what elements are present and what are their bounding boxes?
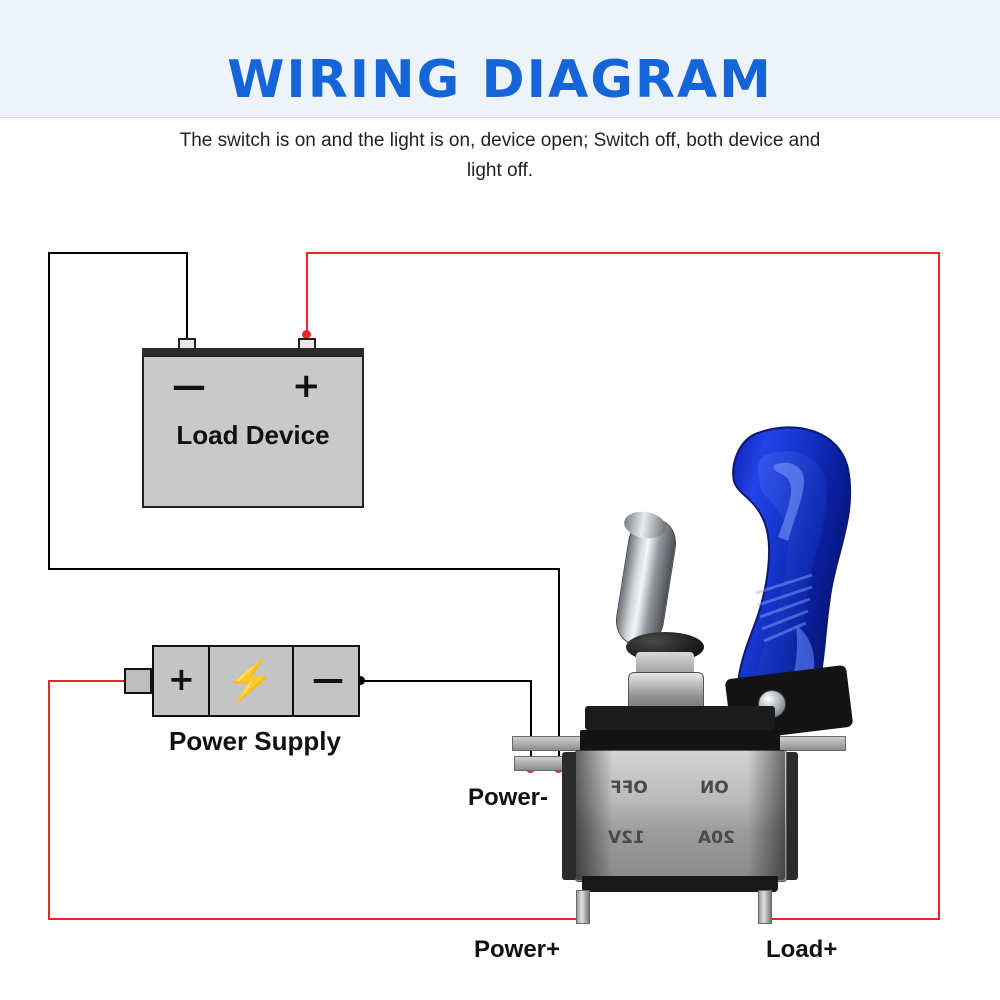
switch-right-tab — [778, 736, 846, 751]
power-supply-label: Power Supply — [169, 726, 341, 756]
battery-positive-sign: + — [168, 660, 195, 698]
battery-divider-left — [208, 645, 210, 717]
switch-marking-current: 20A — [698, 828, 735, 848]
load-device-label: Load Device — [176, 420, 330, 450]
wire-top-right-horizontal — [306, 252, 940, 254]
wire-battery-positive-horizontal — [48, 680, 132, 682]
toggle-switch-photo: OFF ON 12V 20A — [500, 400, 950, 960]
page-title: WIRING DIAGRAM — [227, 50, 773, 110]
load-device-cap — [142, 348, 364, 358]
switch-pin-load-plus — [758, 890, 772, 924]
switch-body-shading — [575, 750, 785, 880]
load-positive-sign: + — [292, 366, 321, 406]
lightning-bolt-icon: ⚡ — [225, 659, 275, 703]
switch-mount-bracket — [585, 706, 775, 730]
battery-negative-node — [356, 676, 365, 685]
load-negative-sign: — — [172, 366, 206, 406]
switch-marking-on: ON — [700, 778, 729, 798]
wire-right-vertical — [938, 252, 940, 920]
header-band — [0, 0, 1000, 118]
load-device-body — [142, 355, 364, 508]
battery-positive-nub — [124, 668, 152, 694]
wire-battery-negative-vertical — [530, 680, 532, 768]
wire-bottom-horizontal — [48, 918, 582, 920]
wire-bottom-right-horizontal — [766, 918, 940, 920]
wire-top-left-horizontal — [48, 252, 188, 254]
battery-negative-sign: — — [312, 660, 344, 698]
power-minus-label: Power- — [468, 784, 549, 811]
load-plus-label: Load+ — [766, 936, 838, 963]
power-plus-label: Power+ — [474, 936, 561, 963]
page-subtitle: The switch is on and the light is on, de… — [179, 130, 821, 181]
switch-left-tab-upper — [512, 736, 584, 751]
wire-load-negative-vertical — [186, 252, 188, 348]
load-positive-node — [302, 330, 311, 339]
switch-marking-off: OFF — [610, 778, 648, 798]
battery-divider-right — [292, 645, 294, 717]
wire-battery-negative-horizontal — [360, 680, 532, 682]
wire-center-down-to-switch — [558, 568, 560, 768]
safety-cover-icon — [732, 426, 852, 731]
wire-left-vertical — [48, 252, 50, 570]
battery-body — [152, 645, 360, 717]
wire-left-to-center-horizontal — [48, 568, 560, 570]
header-divider — [0, 117, 1000, 118]
wire-load-positive-vertical — [306, 252, 308, 348]
wire-bottom-left-vertical — [48, 680, 50, 920]
switch-bottom-edge — [582, 876, 778, 892]
switch-pin-power-plus — [576, 890, 590, 924]
switch-marking-voltage: 12V — [608, 828, 645, 848]
